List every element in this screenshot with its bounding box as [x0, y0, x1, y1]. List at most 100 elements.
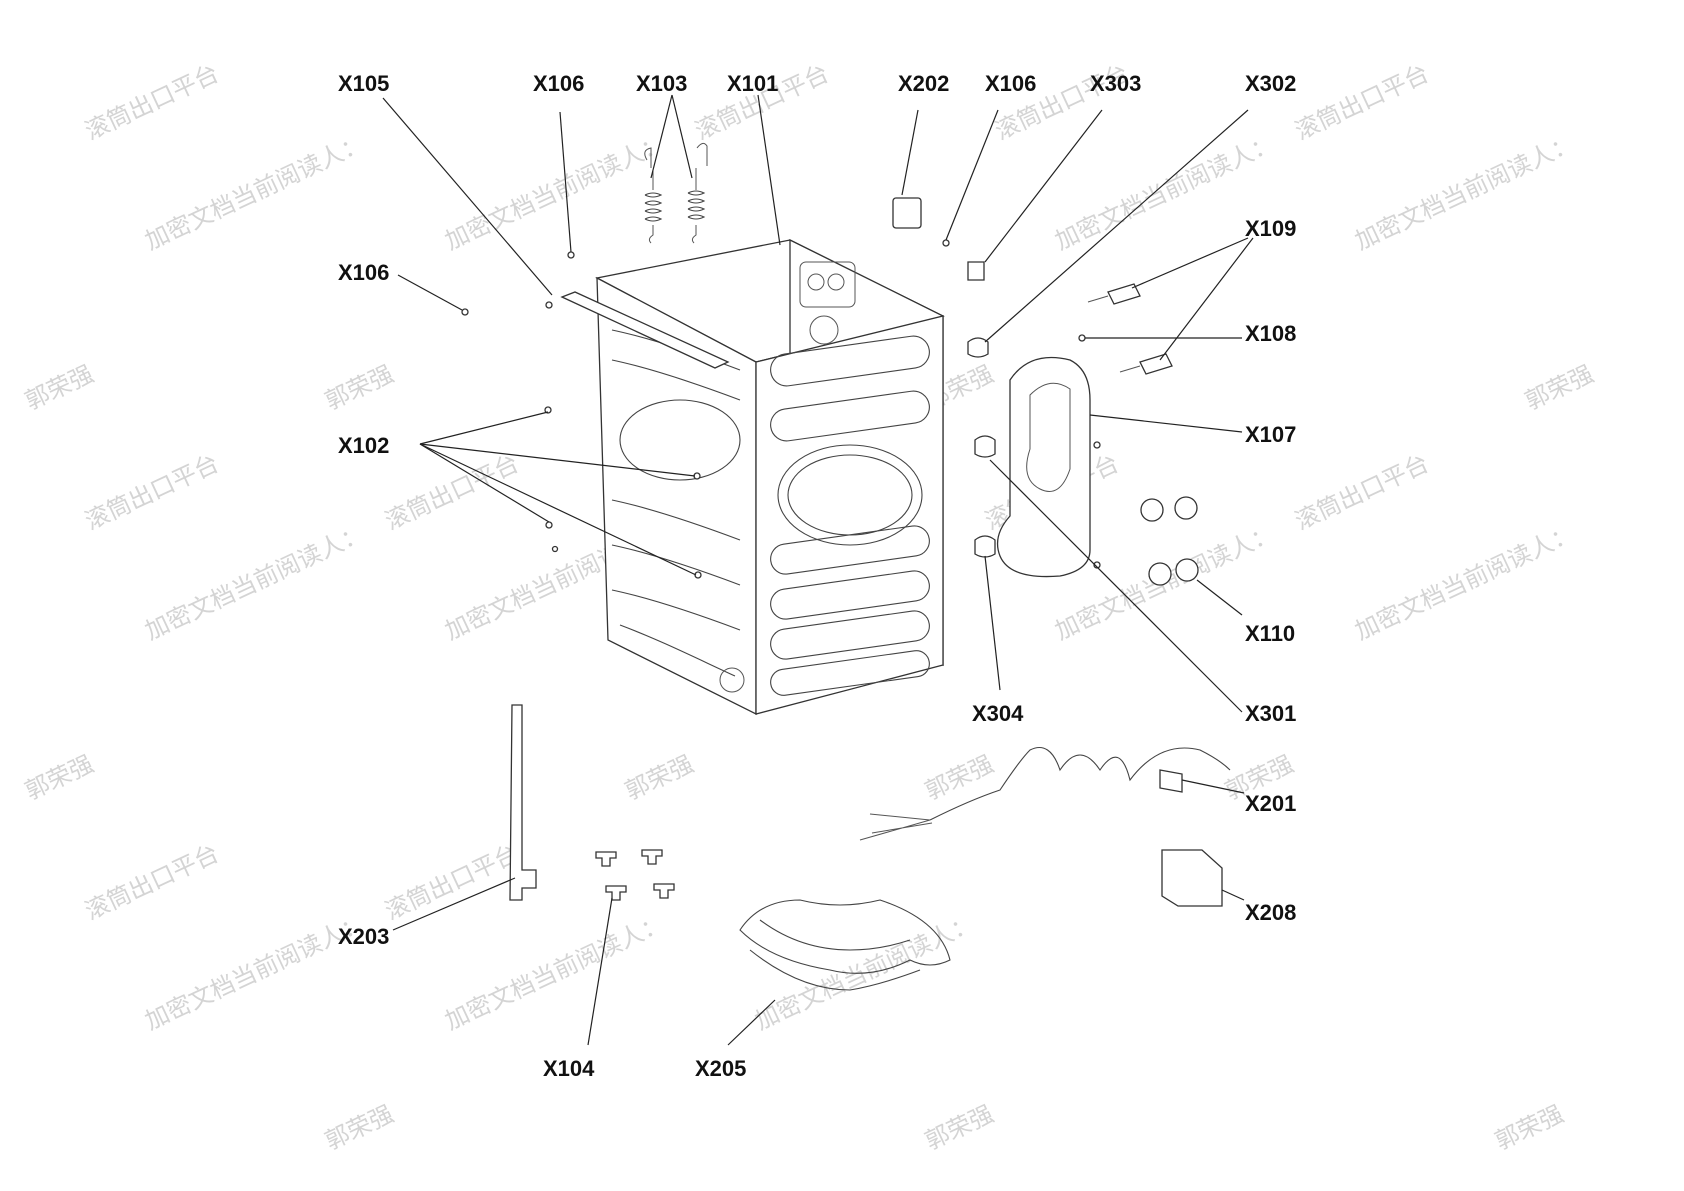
watermark-1: 滚筒出口平台 — [81, 59, 223, 145]
label-x304: X304 — [972, 701, 1024, 726]
spring-coil-left — [644, 192, 663, 222]
foot-2 — [641, 849, 663, 865]
watermark-25: 加密文档当前阅读人： — [1351, 129, 1580, 256]
screw-rear-cover — [1093, 561, 1101, 569]
watermark-10: 加密文档当前阅读人： — [441, 129, 670, 256]
rear-cover-opening — [1026, 382, 1071, 492]
label-x106-right: X106 — [985, 71, 1036, 96]
spring-hook-top — [696, 142, 708, 166]
wire-harness-strand — [749, 949, 921, 991]
clip-x302 — [967, 337, 989, 358]
watermark-7: 滚筒出口平台 — [81, 839, 223, 925]
leader-x109-a — [1131, 237, 1249, 289]
watermark-4: 滚筒出口平台 — [81, 449, 223, 535]
screw-x106-right — [942, 239, 950, 247]
leader-x109-b — [1159, 237, 1254, 361]
screw-set — [461, 239, 1101, 579]
leader-x102-c — [419, 443, 550, 523]
watermark-26: 郭荣强 — [1521, 360, 1598, 416]
label-x205: X205 — [695, 1056, 746, 1081]
adjustable-feet — [595, 849, 675, 901]
top-rail-bar — [560, 291, 730, 369]
rear-bolt-hole — [807, 273, 825, 291]
watermark-8: 加密文档当前阅读人： — [141, 909, 370, 1036]
watermark-32: 郭荣强 — [921, 1100, 998, 1156]
watermark-28: 加密文档当前阅读人： — [1351, 519, 1580, 646]
transport-bolts — [1087, 283, 1173, 375]
suspension-springs — [644, 142, 708, 244]
leader-x103-a — [671, 94, 693, 179]
transport-bolt-shank — [1087, 295, 1109, 303]
leader-x104 — [587, 897, 613, 1046]
foot-3 — [605, 885, 627, 901]
left-panel-rib — [611, 359, 741, 401]
right-panel-rib-6 — [770, 650, 930, 696]
label-x106-left: X106 — [338, 260, 389, 285]
leader-x302 — [984, 109, 1249, 343]
leader-x202 — [901, 109, 919, 196]
label-x203: X203 — [338, 924, 389, 949]
watermark-14: 郭荣强 — [621, 750, 698, 806]
right-panel-rib-2 — [770, 390, 930, 442]
label-x201: X201 — [1245, 791, 1296, 816]
screw-x102-1 — [544, 406, 552, 414]
leader-x106-right — [945, 109, 999, 241]
label-x102: X102 — [338, 433, 389, 458]
spring-hook-bottom — [648, 170, 654, 244]
power-cord — [929, 746, 1231, 821]
clip-x303 — [967, 261, 985, 281]
watermark-31: 郭荣强 — [321, 1100, 398, 1156]
rear-port-hole — [809, 315, 839, 345]
transport-bolt-1 — [1107, 283, 1141, 305]
label-x110: X110 — [1245, 621, 1295, 646]
label-x101: X101 — [727, 71, 778, 96]
screw-x106-top — [567, 251, 575, 259]
plug-caps — [1140, 496, 1199, 586]
watermark-12: 滚筒出口平台 — [381, 449, 523, 535]
plug-cap-4 — [1175, 558, 1199, 582]
leader-x103-b — [650, 94, 673, 179]
plug-cap-3 — [1148, 562, 1172, 586]
screw-rear-cover — [1093, 441, 1101, 449]
watermark-27: 滚筒出口平台 — [1291, 449, 1433, 535]
right-panel-rib-3 — [770, 525, 930, 575]
label-x103: X103 — [636, 71, 687, 96]
screw-top-rail — [545, 301, 553, 309]
label-x202: X202 — [898, 71, 949, 96]
leader-x201 — [1181, 779, 1245, 794]
spring-coil-right — [687, 190, 706, 220]
cabinet-assembly — [595, 238, 945, 716]
left-panel-rib — [611, 499, 741, 541]
label-x303: X303 — [1090, 71, 1141, 96]
label-x107: X107 — [1245, 422, 1296, 447]
leader-x102-a — [419, 411, 549, 445]
power-plug — [1159, 769, 1183, 793]
label-x301: X301 — [1245, 701, 1296, 726]
transport-bolt-shank — [1119, 365, 1141, 373]
leader-x203 — [392, 877, 516, 931]
part-labels: X105 X106 X103 X101 X202 X106 X303 X302 … — [338, 71, 1296, 1081]
leader-lines — [382, 94, 1254, 1046]
rear-bolt-hole — [827, 273, 845, 291]
spring-hook-bottom — [691, 168, 697, 244]
label-x302: X302 — [1245, 71, 1296, 96]
leader-x101 — [757, 94, 781, 246]
rear-cover-panel — [996, 356, 1091, 578]
leader-x102-d — [419, 443, 697, 576]
leader-x303 — [984, 109, 1103, 263]
leader-x205 — [727, 999, 776, 1046]
watermark-24: 滚筒出口平台 — [1291, 59, 1433, 145]
screw-x102-3 — [545, 521, 553, 529]
left-panel-oval-emboss — [619, 399, 741, 481]
label-x109: X109 — [1245, 216, 1296, 241]
label-x106-top: X106 — [533, 71, 584, 96]
watermark-30: 郭荣强 — [1491, 1100, 1568, 1156]
screw-x108 — [1078, 334, 1086, 342]
leader-x106-left — [397, 274, 463, 311]
leader-x106-top — [559, 111, 572, 253]
cable-bracket — [509, 704, 537, 901]
clip-x304 — [974, 535, 996, 558]
wire-harness — [739, 899, 951, 974]
left-panel-foot-hole — [719, 667, 745, 693]
